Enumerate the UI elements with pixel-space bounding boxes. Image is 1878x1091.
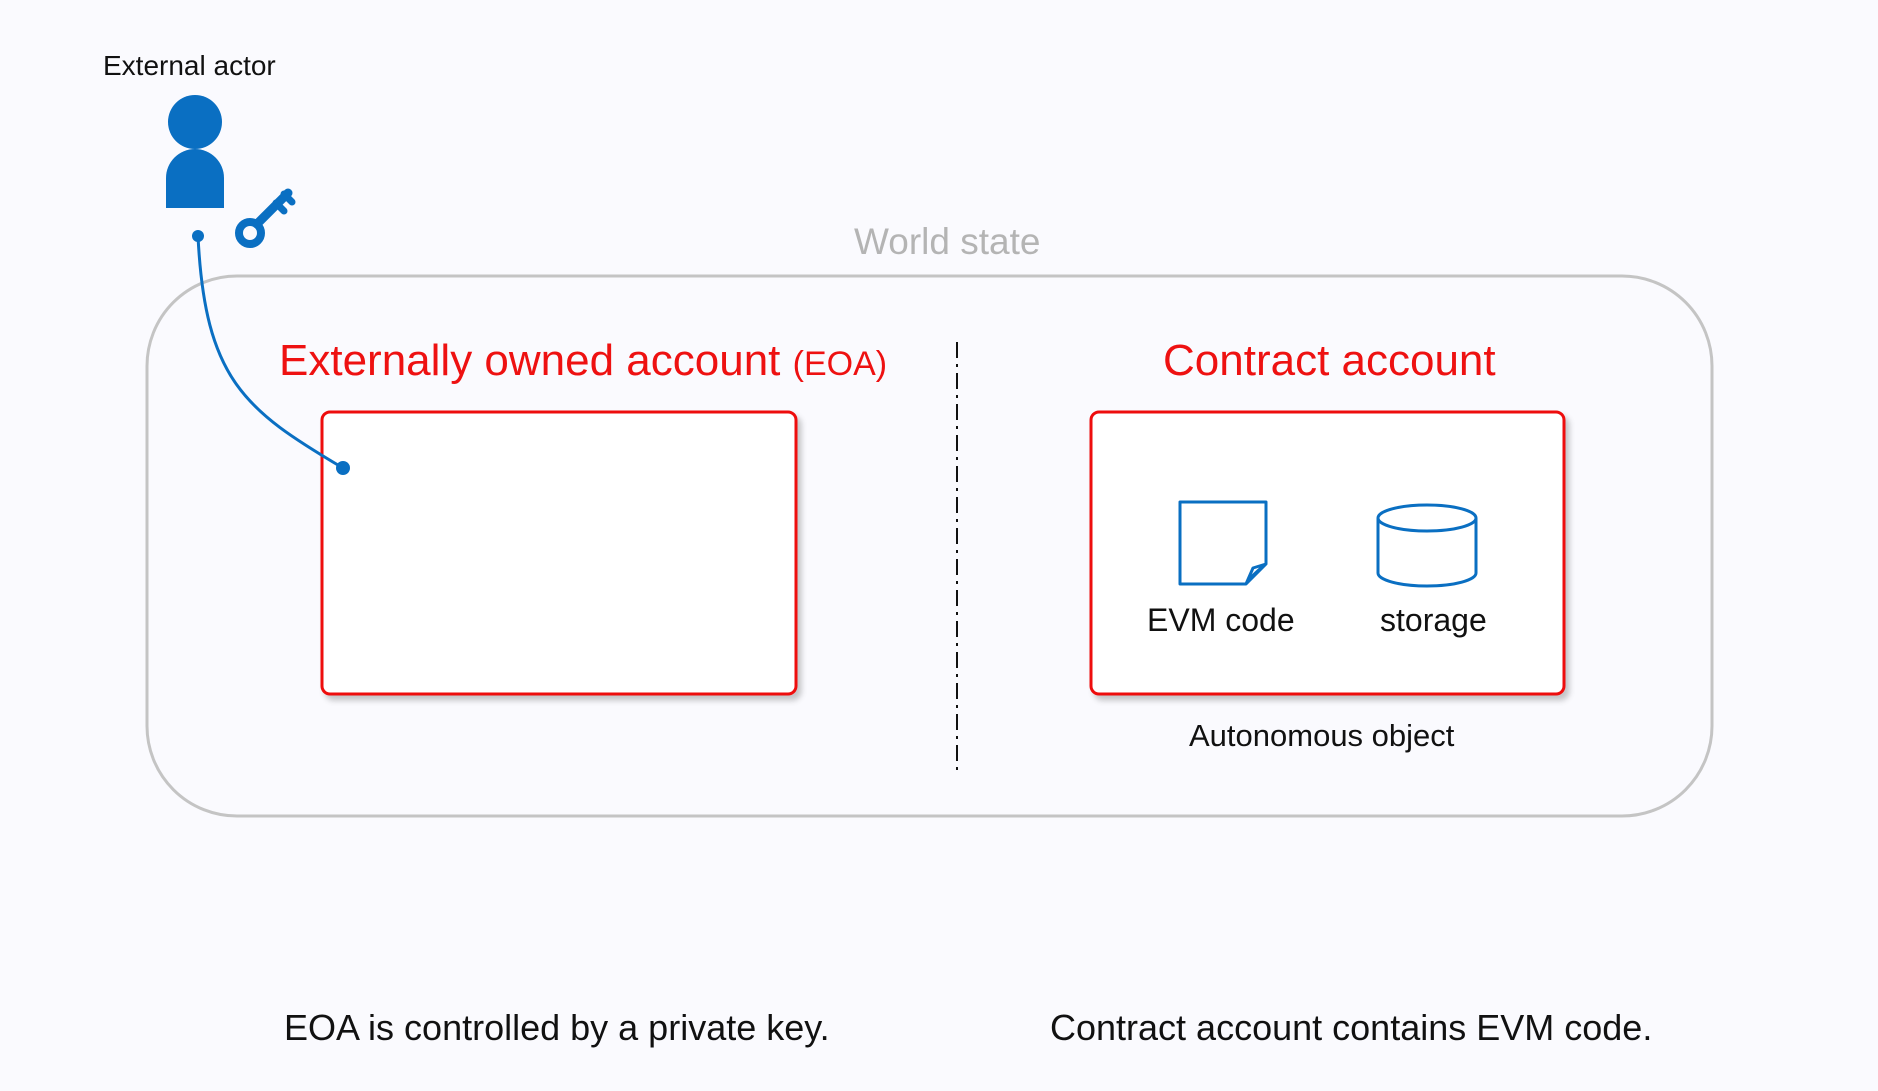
- contract-title: Contract account: [1163, 336, 1496, 385]
- contract-caption: Contract account contains EVM code.: [1050, 1007, 1653, 1048]
- eoa-title-main: Externally owned account: [279, 336, 781, 385]
- world-state-container: [145, 274, 1714, 818]
- control-connector: [192, 230, 350, 475]
- key-icon: [235, 188, 296, 248]
- person-icon: [166, 95, 224, 208]
- autonomous-object-label: Autonomous object: [1189, 718, 1455, 753]
- document-icon: [1178, 500, 1268, 586]
- eoa-title-abbr: (EOA): [792, 345, 888, 383]
- eoa-caption: EOA is controlled by a private key.: [284, 1007, 830, 1048]
- contract-box: [1089, 410, 1566, 696]
- database-icon: [1376, 503, 1478, 588]
- eoa-box: [320, 410, 798, 696]
- world-state-label: World state: [854, 221, 1041, 262]
- evm-code-label: EVM code: [1147, 602, 1295, 638]
- eoa-title: Externally owned account (EOA): [279, 339, 887, 383]
- storage-label: storage: [1380, 602, 1487, 638]
- external-actor-label: External actor: [103, 50, 276, 81]
